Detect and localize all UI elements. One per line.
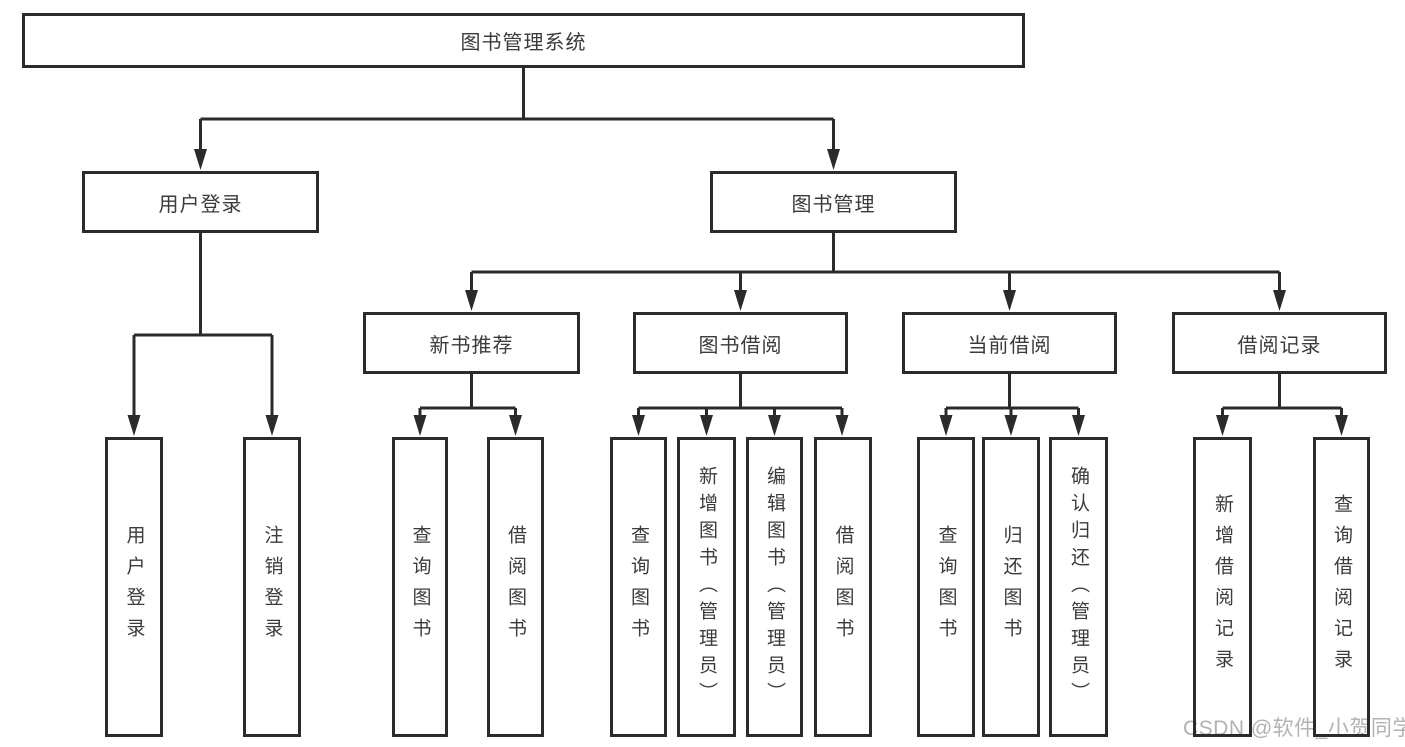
leaf-edit-book-admin: 编辑图书（管理员） [746, 437, 803, 737]
leaf-confirm-return-admin-label: 确认归还（管理员） [1068, 465, 1089, 709]
leaf-confirm-return-admin: 确认归还（管理员） [1049, 437, 1108, 737]
node-user-login: 用户登录 [82, 171, 319, 233]
arrowhead-icon [1273, 290, 1286, 311]
node-new-book-recommend: 新书推荐 [363, 312, 580, 374]
arrowhead-icon [1335, 415, 1348, 436]
edges-user-login-to-leaves [127, 233, 279, 436]
arrowhead-icon [835, 415, 849, 436]
leaf-query-book-recommend-label: 查询图书 [409, 525, 431, 649]
arrowhead-icon [1216, 415, 1229, 436]
node-current-borrow-label: 当前借阅 [967, 334, 1052, 357]
node-book-borrow-label: 图书借阅 [698, 334, 783, 357]
arrowhead-icon [1072, 415, 1085, 436]
leaf-add-borrow-record-label: 新增借阅记录 [1212, 494, 1233, 680]
leaf-borrow-book: 借阅图书 [814, 437, 872, 737]
node-book-management-label: 图书管理 [791, 193, 876, 216]
node-root: 图书管理系统 [22, 13, 1025, 68]
arrowhead-icon [413, 415, 427, 436]
arrowhead-icon [265, 415, 279, 436]
leaf-query-borrow-record-label: 查询借阅记录 [1331, 494, 1352, 680]
leaf-logout: 注销登录 [243, 437, 301, 737]
node-root-label: 图书管理系统 [460, 32, 587, 54]
leaf-user-login: 用户登录 [105, 437, 163, 737]
leaf-query-book-recommend: 查询图书 [392, 437, 448, 737]
edges-root-to-level2 [194, 68, 840, 170]
leaf-edit-book-admin-label: 编辑图书（管理员） [764, 465, 785, 709]
edges-book-mgmt-to-level3 [465, 233, 1286, 311]
leaf-query-book-borrow: 查询图书 [610, 437, 667, 737]
arrowhead-icon [939, 415, 953, 436]
node-book-borrow: 图书借阅 [633, 312, 848, 374]
edges-current-borrow-to-leaves [939, 374, 1085, 436]
leaf-add-book-admin: 新增图书（管理员） [677, 437, 736, 737]
leaf-borrow-book-recommend: 借阅图书 [487, 437, 544, 737]
node-user-login-label: 用户登录 [158, 193, 243, 216]
leaf-add-borrow-record: 新增借阅记录 [1193, 437, 1252, 737]
arrowhead-icon [1004, 415, 1018, 436]
leaf-user-login-label: 用户登录 [123, 525, 145, 649]
leaf-borrow-book-recommend-label: 借阅图书 [505, 525, 526, 649]
leaf-return-book-label: 归还图书 [1000, 525, 1022, 649]
leaf-borrow-book-label: 借阅图书 [832, 525, 854, 649]
arrowhead-icon [632, 415, 645, 436]
edges-borrow-records-to-leaves [1216, 374, 1348, 436]
node-new-book-recommend-label: 新书推荐 [429, 334, 514, 357]
leaf-add-book-admin-label: 新增图书（管理员） [696, 465, 717, 709]
leaf-query-book-current-label: 查询图书 [935, 525, 957, 649]
arrowhead-icon [194, 149, 207, 170]
arrowhead-icon [768, 415, 781, 436]
leaf-query-book-borrow-label: 查询图书 [628, 525, 649, 649]
edges-book-borrow-to-leaves [632, 374, 849, 436]
leaf-query-book-current: 查询图书 [917, 437, 975, 737]
node-current-borrow: 当前借阅 [902, 312, 1117, 374]
arrowhead-icon [1003, 290, 1016, 311]
arrowhead-icon [509, 415, 522, 436]
leaf-query-borrow-record: 查询借阅记录 [1313, 437, 1370, 737]
leaf-return-book: 归还图书 [982, 437, 1040, 737]
arrowhead-icon [827, 149, 840, 170]
arrowhead-icon [700, 415, 713, 436]
watermark: CSDN @软件_小贺同学 [1183, 717, 1405, 740]
arrowhead-icon [465, 290, 478, 311]
arrowhead-icon [734, 290, 747, 311]
node-borrow-records: 借阅记录 [1172, 312, 1387, 374]
node-borrow-records-label: 借阅记录 [1237, 334, 1322, 357]
edges-new-book-rec-to-leaves [413, 374, 522, 436]
arrowhead-icon [127, 415, 141, 436]
node-book-management: 图书管理 [710, 171, 957, 233]
leaf-logout-label: 注销登录 [261, 525, 283, 649]
